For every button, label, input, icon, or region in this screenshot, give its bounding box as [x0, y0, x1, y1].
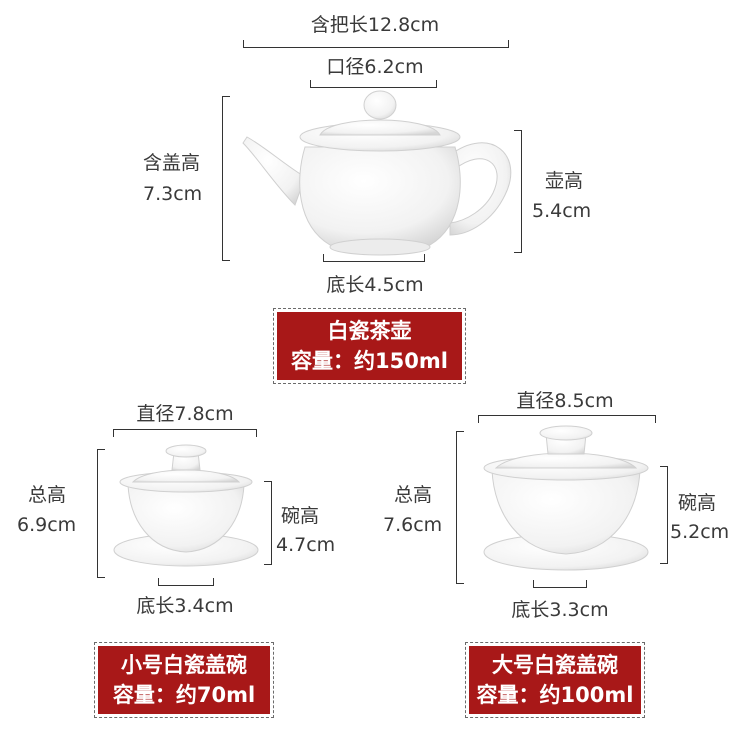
- large-gaiwan-tag: 大号白瓷盖碗 容量：约100ml: [465, 642, 645, 718]
- large-bowl-height-label-1: 碗高: [678, 492, 717, 514]
- teapot-illustration: [242, 90, 512, 256]
- large-tag-capacity: 容量：约100ml: [476, 683, 634, 707]
- teapot-pot-height-label-2: 5.4cm: [532, 200, 592, 222]
- small-base-label: 底长3.4cm: [136, 595, 234, 617]
- small-total-height-label-1: 总高: [28, 484, 67, 506]
- teapot-tag-capacity: 容量：约150ml: [291, 349, 448, 373]
- teapot-lid-height-bracket: [222, 96, 230, 261]
- teapot-mouth-bracket: [310, 80, 437, 88]
- small-diameter-bracket: [113, 429, 257, 437]
- large-gaiwan-illustration: [483, 425, 649, 571]
- small-bowl-height-bracket: [264, 481, 272, 565]
- small-gaiwan-illustration: [113, 444, 259, 567]
- teapot-mouth-label: 口径6.2cm: [326, 56, 424, 78]
- small-gaiwan-tag: 小号白瓷盖碗 容量：约70ml: [94, 642, 274, 718]
- teapot-tag-name: 白瓷茶壶: [327, 319, 412, 343]
- large-base-label: 底长3.3cm: [511, 599, 609, 621]
- small-total-height-label-2: 6.9cm: [17, 514, 77, 536]
- teapot-tag: 白瓷茶壶 容量：约150ml: [273, 308, 466, 384]
- teapot-base-bracket: [323, 254, 425, 262]
- small-bowl-height-label-2: 4.7cm: [276, 534, 336, 556]
- small-total-height-bracket: [97, 449, 105, 578]
- large-total-height-bracket: [456, 431, 464, 584]
- small-diameter-label: 直径7.8cm: [136, 403, 234, 425]
- large-total-height-label-1: 总高: [394, 484, 433, 506]
- large-diameter-bracket: [478, 415, 656, 423]
- small-base-bracket: [158, 578, 214, 586]
- teapot-length-label: 含把长12.8cm: [310, 14, 440, 36]
- large-base-bracket: [533, 580, 587, 588]
- teapot-length-bracket: [243, 40, 509, 48]
- large-diameter-label: 直径8.5cm: [516, 390, 614, 412]
- teapot-pot-height-label-1: 壶高: [545, 170, 584, 192]
- teapot-lid-height-label-1: 含盖高: [143, 152, 201, 174]
- teapot-base-label: 底长4.5cm: [326, 274, 424, 296]
- large-bowl-height-label-2: 5.2cm: [670, 521, 730, 543]
- small-tag-capacity: 容量：约70ml: [112, 683, 256, 707]
- teapot-lid-height-label-2: 7.3cm: [143, 183, 203, 205]
- teapot-pot-height-bracket: [514, 130, 522, 253]
- small-tag-name: 小号白瓷盖碗: [121, 653, 247, 677]
- large-total-height-label-2: 7.6cm: [383, 514, 443, 536]
- small-bowl-height-label-1: 碗高: [281, 505, 320, 527]
- large-tag-name: 大号白瓷盖碗: [492, 653, 618, 677]
- large-bowl-height-bracket: [660, 466, 668, 564]
